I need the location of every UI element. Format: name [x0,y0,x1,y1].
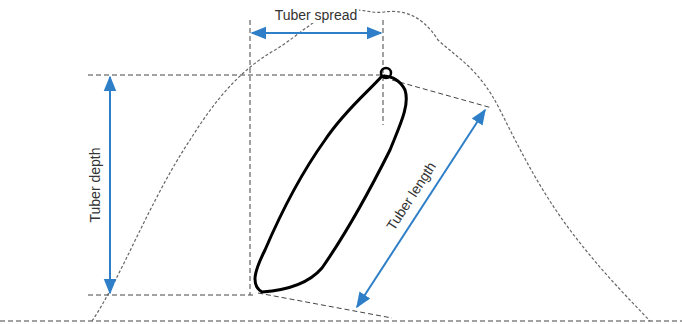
ridge-outline [92,10,650,321]
tuber-stolon-end [381,68,391,78]
dimension-label: Tuber spread [273,7,360,23]
tuber-outline [255,76,406,292]
dimension-label: Tuber depth [87,146,103,225]
ground-line [0,320,682,321]
guide-lines [88,20,492,318]
dimension-arrows [110,33,485,307]
